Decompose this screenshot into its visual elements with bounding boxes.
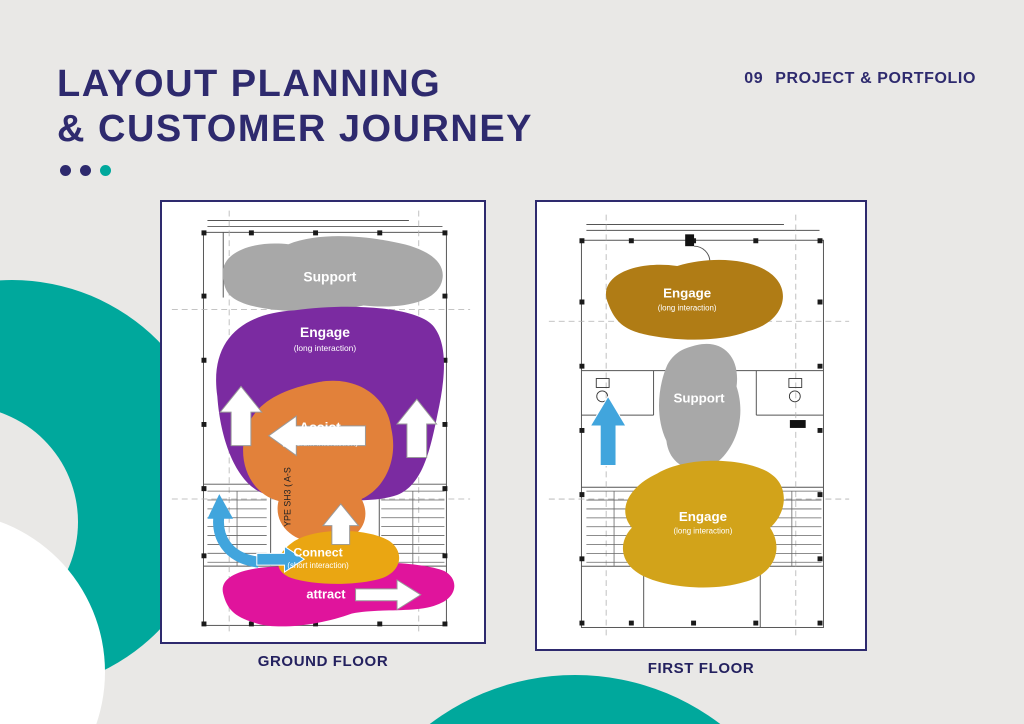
zone-engage-sublabel: (long interaction) <box>294 343 357 353</box>
page-meta: 09 PROJECT & PORTFOLIO <box>744 70 976 88</box>
zone-connect-label: Connect <box>293 545 342 559</box>
floorplan-stairs <box>586 490 822 567</box>
zone-assist-sublabel: (medium interaction) <box>282 438 359 448</box>
zone-connect-blob <box>278 530 400 584</box>
blue-curved-up-arrow-head-icon <box>207 494 234 519</box>
blue-right-arrow-icon <box>256 545 306 573</box>
white-right-arrow-icon <box>355 579 422 611</box>
zone-support-label: Support <box>673 390 725 405</box>
dot-icon <box>80 165 91 176</box>
dot-icon <box>60 165 71 176</box>
floorplan-stairs <box>207 490 445 567</box>
zone-engage-upper-label: Engage <box>663 286 711 301</box>
page-title: LAYOUT PLANNING & CUSTOMER JOURNEY <box>57 62 533 152</box>
zone-support-blob <box>222 236 443 312</box>
white-up-arrow-icon <box>396 398 438 459</box>
zone-engage-lower-label: Engage <box>679 509 727 524</box>
ground-floor-panel: Support Engage (long interaction) Assist… <box>160 200 486 644</box>
page-number: 09 <box>744 70 764 87</box>
ground-floor-plan: Support Engage (long interaction) Assist… <box>171 210 471 634</box>
ground-floor-caption: GROUND FLOOR <box>257 653 389 670</box>
door-mark <box>685 234 695 247</box>
zone-engage-label: Engage <box>300 324 350 340</box>
zone-attract-blob <box>222 562 455 627</box>
title-dots <box>60 165 111 176</box>
blue-up-arrow-icon <box>589 395 627 466</box>
wall-mark <box>789 420 806 428</box>
dot-icon <box>100 165 111 176</box>
zone-engage-upper-blob <box>605 259 783 340</box>
plan-side-text: YPE SH3 ( A-S <box>282 467 292 527</box>
title-line-1: LAYOUT PLANNING <box>57 63 442 105</box>
zone-engage-upper-sublabel: (long interaction) <box>658 303 717 312</box>
white-up-arrow-icon <box>321 503 360 545</box>
zone-engage-lower-sublabel: (long interaction) <box>674 527 733 536</box>
white-overlap-circle <box>0 521 105 724</box>
section-label: PROJECT & PORTFOLIO <box>775 70 976 87</box>
zone-support-label: Support <box>303 269 356 285</box>
white-left-arrow-icon <box>267 415 366 457</box>
blue-curved-up-arrow-icon <box>213 511 260 568</box>
zone-assist-blob <box>243 380 394 543</box>
first-floor-plan: Engage (long interaction) Support Engage… <box>548 214 850 638</box>
first-floor-panel: Engage (long interaction) Support Engage… <box>535 200 867 651</box>
zone-engage-lower-blob <box>622 460 784 588</box>
title-line-2: & CUSTOMER JOURNEY <box>57 107 534 150</box>
teal-bottom-arc <box>429 675 721 724</box>
zone-attract-label: attract <box>306 587 346 602</box>
zone-assist-label: Assist <box>299 419 341 435</box>
first-floor-caption: FIRST FLOOR <box>647 660 755 677</box>
zone-support-blob <box>659 343 741 470</box>
zone-connect-sublabel: (short interaction) <box>287 561 349 570</box>
white-up-arrow-icon <box>219 385 263 447</box>
